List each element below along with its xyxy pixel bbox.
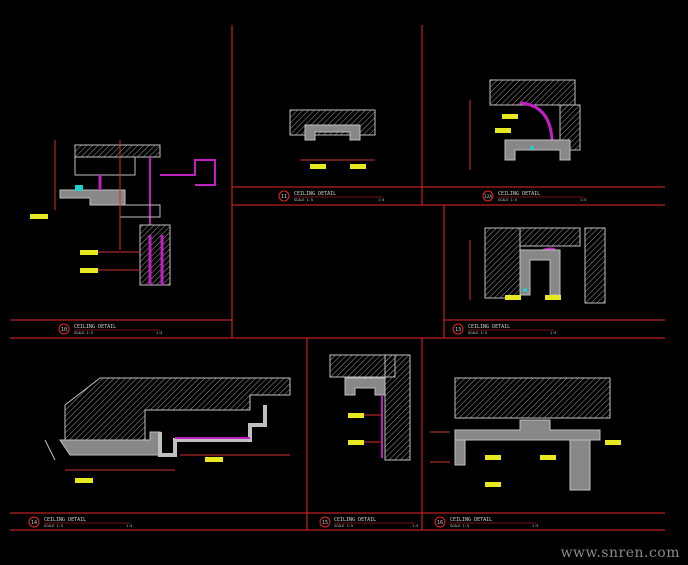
detail-13-scale: 1:5 [550, 331, 556, 335]
detail-14-scale: 1:5 [126, 524, 132, 528]
detail-16-title: CEILING DETAIL [450, 517, 492, 523]
detail-13-title: CEILING DETAIL [468, 324, 510, 330]
detail-10-title: CEILING DETAIL [74, 324, 116, 330]
detail-16-title-block: 16 CEILING DETAIL SCALE 1:5 1:5 [434, 516, 538, 528]
detail-13-title-block: 13 CEILING DETAIL SCALE 1:5 1:5 [452, 323, 556, 335]
detail-10-bubble [58, 323, 70, 335]
detail-11-id: 11 [281, 194, 287, 200]
detail-11-title-block: 11 CEILING DETAIL SCALE 1:5 1:5 [278, 190, 384, 202]
detail-11-title: CEILING DETAIL [294, 191, 336, 197]
detail-10-title-block: 10 CEILING DETAIL SCALE 1:5 1:5 [58, 323, 162, 335]
detail-10-subtitle: SCALE 1:5 [74, 331, 93, 335]
detail-14-id: 14 [31, 520, 37, 526]
sheet-frame [10, 25, 665, 531]
detail-16-drawing [430, 377, 621, 491]
detail-16-scale: 1:5 [532, 524, 538, 528]
detail-14-title-block: 14 CEILING DETAIL SCALE 1:5 1:5 [28, 516, 132, 528]
detail-13-subtitle: SCALE 1:5 [468, 331, 487, 335]
detail-16-id: 16 [437, 520, 443, 526]
detail-15-id: 15 [322, 520, 328, 526]
detail-12a-id: 12A [484, 194, 492, 200]
detail-10-drawing [30, 140, 216, 286]
detail-12a-title: CEILING DETAIL [498, 191, 540, 197]
detail-12a-scale: 1:5 [580, 198, 586, 202]
detail-12a-subtitle: SCALE 1:5 [498, 198, 517, 202]
detail-14-subtitle: SCALE 1:5 [44, 524, 63, 528]
detail-13-drawing [469, 227, 606, 304]
detail-11-subtitle: SCALE 1:5 [294, 198, 313, 202]
detail-15-title-block: 15 CEILING DETAIL SCALE 1:5 1:5 [319, 516, 418, 528]
detail-14-title: CEILING DETAIL [44, 517, 86, 523]
detail-15-scale: 1:5 [412, 524, 418, 528]
detail-11-scale: 1:5 [378, 198, 384, 202]
detail-16-subtitle: SCALE 1:5 [450, 524, 469, 528]
detail-15-drawing [329, 354, 411, 461]
detail-15-title: CEILING DETAIL [334, 517, 376, 523]
detail-12a-drawing [469, 79, 581, 170]
detail-13-id: 13 [455, 327, 461, 333]
detail-15-subtitle: SCALE 1:5 [334, 524, 353, 528]
detail-12a-title-block: 12A CEILING DETAIL SCALE 1:5 1:5 [482, 190, 586, 202]
detail-10-scale: 1:5 [156, 331, 162, 335]
detail-10-id: 10 [61, 327, 67, 333]
detail-11-drawing [289, 109, 376, 169]
watermark: www.snren.com [560, 545, 680, 561]
detail-14-drawing [44, 377, 291, 483]
